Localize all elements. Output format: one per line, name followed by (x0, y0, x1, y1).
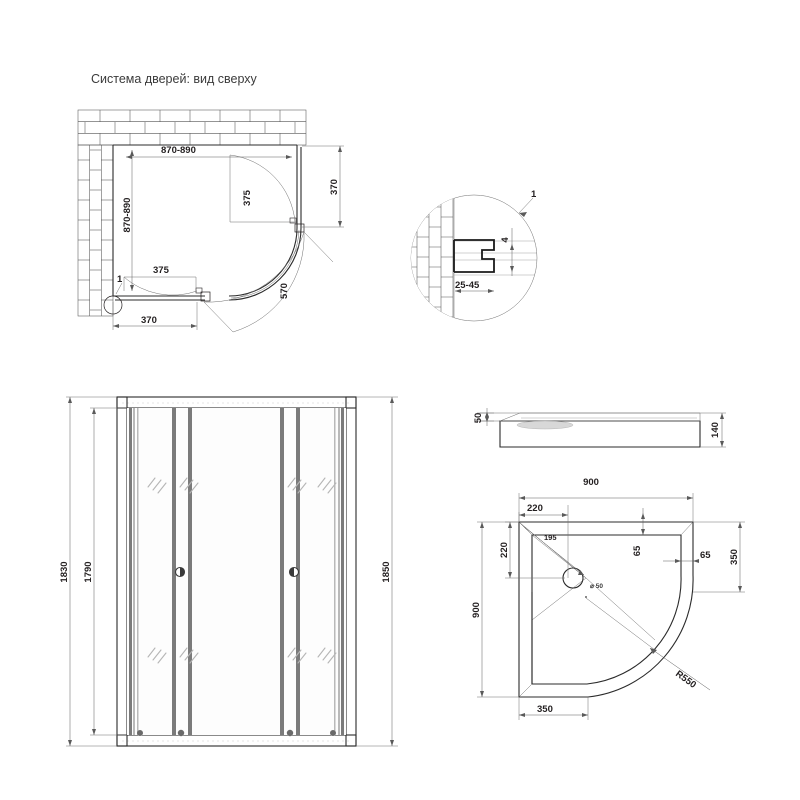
dim-rim-right: 65 (700, 550, 711, 561)
dim-drain-diagonal: 195 (544, 533, 557, 542)
top-view-walls (77, 109, 307, 317)
dim-frame-height: 1830 (59, 561, 70, 582)
dim-overall-height: 1850 (381, 561, 392, 582)
front-elevation-view: 1830 1790 1850 (59, 396, 398, 747)
detail-circle-view: 4 25-45 1 (410, 189, 538, 322)
door-handle-left (174, 566, 186, 578)
dim-lip-height: 50 (473, 413, 484, 424)
door-handle-right (288, 566, 300, 578)
top-view-dimensions: 870-890 870-890 370 370 375 375 570 (112, 145, 344, 330)
dim-depth-range: 870-890 (122, 198, 133, 233)
tray-side-view: 50 140 (473, 408, 726, 448)
dim-corner-right: 350 (729, 549, 740, 565)
dim-opening-bottom: 370 (141, 315, 157, 326)
dim-rim-top: 65 (632, 545, 643, 556)
dim-tray-depth: 900 (471, 602, 482, 618)
dim-corner-radius: R550 (673, 669, 698, 691)
top-view-enclosure: 1 (103, 144, 334, 333)
dim-width-range: 870-890 (161, 145, 196, 156)
tray-plan-view: ⌀ 50 900 900 220 220 195 (471, 477, 745, 720)
dim-drain-offset-x: 220 (527, 503, 543, 514)
dim-drain-offset-y: 220 (499, 542, 510, 558)
dim-profile-thickness: 4 (500, 237, 511, 243)
dim-opening-right: 370 (329, 179, 340, 195)
dim-door-leaf-left: 375 (153, 265, 170, 276)
detail-marker-1-label: 1 (531, 189, 537, 200)
dim-side-straight-bottom: 350 (537, 704, 553, 715)
top-view-title: Система дверей: вид сверху (91, 72, 258, 86)
dim-door-leaf-top: 375 (242, 189, 253, 206)
detail-marker-1-top-view: 1 (117, 274, 123, 285)
dim-tray-width: 900 (583, 477, 599, 488)
dim-arc-swing: 570 (279, 283, 290, 299)
dim-glass-height: 1790 (83, 561, 94, 582)
dim-wall-adjust-range: 25-45 (455, 280, 480, 291)
dim-drain-diameter: ⌀ 50 (590, 583, 603, 590)
dim-tray-total-height: 140 (710, 422, 721, 438)
